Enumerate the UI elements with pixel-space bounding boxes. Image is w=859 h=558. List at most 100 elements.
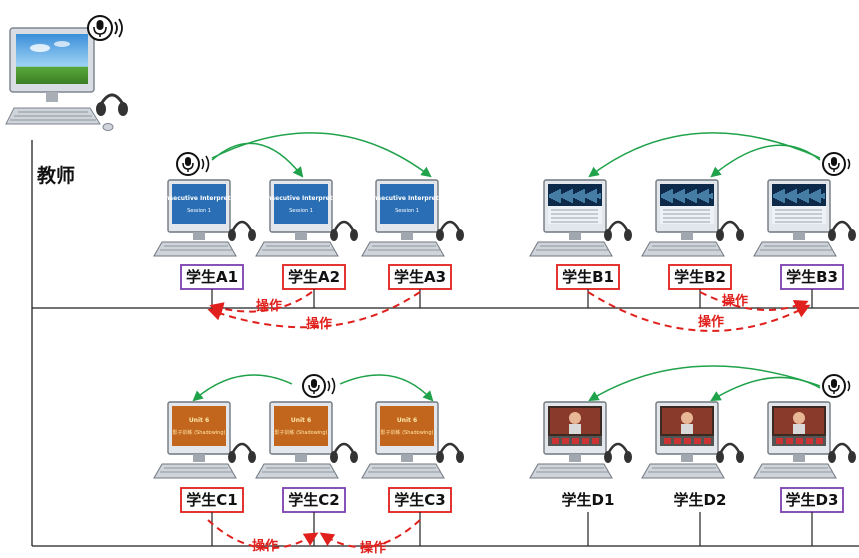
waveform [549, 189, 601, 203]
headset-icon [828, 220, 856, 241]
student-station-C1[interactable]: Unit 6 影子训练 (Shadowing) 学生C1 [153, 401, 256, 546]
student-label-box [180, 487, 244, 513]
transcript-area [772, 206, 826, 224]
network-lines [31, 140, 859, 547]
student-label: 学生B1 [562, 268, 614, 286]
headset-icon [604, 442, 632, 463]
teacher-label: 教师 [37, 164, 75, 187]
screen-subtitle: 影子训练 (Shadowing) [381, 429, 434, 436]
microphone-speaking-icon [176, 152, 210, 176]
operate-label-B2: 操作 [722, 293, 748, 309]
arrow-B3-to-B2 [710, 144, 821, 178]
student-label: 学生D2 [674, 491, 727, 509]
screen-subtitle: Session 1 [395, 208, 419, 214]
transcript-area [660, 206, 714, 224]
screen-title: Consecutive Interpreting [157, 195, 241, 202]
operate-label-A3: 操作 [306, 316, 332, 332]
student-label: 学生A2 [288, 268, 340, 286]
student-label-box [388, 264, 452, 290]
keyboard [753, 463, 837, 479]
student-station-C2[interactable]: Unit 6 影子训练 (Shadowing) 学生C2 [255, 374, 358, 546]
screen-subtitle: Session 1 [289, 208, 313, 214]
arrow-A1-to-A3 [211, 132, 432, 178]
operate-C1-to-C2 [207, 519, 319, 550]
operate-label-A2: 操作 [256, 298, 282, 314]
headset-icon [604, 220, 632, 241]
headset-icon [228, 442, 256, 463]
headset-icon [228, 220, 256, 241]
screen-title: Unit 6 [189, 417, 209, 424]
monitor-screen [380, 406, 434, 446]
arrow-D3-to-D1 [588, 365, 821, 402]
student-label-box [556, 264, 620, 290]
keyboard [641, 241, 725, 257]
monitor-screen [274, 406, 328, 446]
student-label: 学生D3 [786, 491, 839, 509]
screen-title: Unit 6 [291, 417, 311, 424]
teacher-screen [16, 34, 88, 84]
operation-labels: 操作 操作 操作 操作 操作 操作 [252, 293, 748, 556]
arrow-C2-to-C3 [339, 374, 434, 402]
transcript-area [548, 206, 602, 224]
student-station-C3[interactable]: Unit 6 影子训练 (Shadowing) 学生C3 [361, 401, 464, 546]
keyboard [153, 463, 237, 479]
headset-icon [330, 220, 358, 241]
student-station-B1[interactable]: 学生B1 [529, 179, 632, 308]
monitor-screen [172, 406, 226, 446]
student-label-box [282, 487, 346, 513]
speaking-arrows [192, 132, 821, 402]
monitor-screen [380, 184, 434, 224]
operate-A2-to-A1 [209, 291, 313, 316]
microphone-speaking-icon [87, 15, 123, 41]
keyboard [529, 241, 613, 257]
headset-icon [96, 93, 128, 116]
headset-icon [436, 220, 464, 241]
student-station-B2[interactable]: 学生B2 [641, 179, 744, 308]
headset-icon [436, 442, 464, 463]
waveform [773, 189, 825, 203]
screen-subtitle: 影子训练 (Shadowing) [173, 429, 226, 436]
keyboard [255, 463, 339, 479]
arrow-B3-to-B1 [588, 132, 821, 178]
student-label: 学生C1 [186, 491, 237, 509]
microphone-speaking-icon [822, 152, 851, 176]
headset-icon [716, 220, 744, 241]
student-station-B3[interactable]: 学生B3 [753, 152, 856, 308]
screen-title: Unit 6 [397, 417, 417, 424]
student-station-D1[interactable]: 学生D1 [529, 401, 632, 546]
operation-arrows [207, 291, 811, 550]
screen-title: Consecutive Interpreting [259, 195, 343, 202]
arrow-A1-to-A2 [211, 142, 304, 178]
operate-label-C1: 操作 [252, 538, 278, 554]
microphone-speaking-icon [302, 374, 336, 398]
screen-subtitle: 影子训练 (Shadowing) [275, 429, 328, 436]
arrow-C2-to-C1 [192, 374, 293, 402]
student-label: 学生C3 [394, 491, 445, 509]
operate-label-C3: 操作 [360, 540, 386, 556]
student-label: 学生C2 [288, 491, 339, 509]
student-label-box [780, 487, 844, 513]
keyboard [641, 463, 725, 479]
student-label: 学生A1 [186, 268, 238, 286]
student-station-D3[interactable]: 学生D3 [753, 374, 856, 546]
student-station-D2[interactable]: 学生D2 [641, 401, 744, 546]
operate-C3-to-C2 [319, 519, 421, 548]
student-label-box [180, 264, 244, 290]
microphone-speaking-icon [822, 374, 851, 398]
keyboard [361, 241, 445, 257]
monitor-screen [172, 184, 226, 224]
student-label-box [282, 264, 346, 290]
keyboard [753, 241, 837, 257]
screen-title: Consecutive Interpreting [365, 195, 449, 202]
student-label: 学生B2 [674, 268, 726, 286]
keyboard [255, 241, 339, 257]
waveform [661, 189, 713, 203]
keyboard [153, 241, 237, 257]
operate-A3-to-A1 [207, 291, 421, 329]
keyboard [529, 463, 613, 479]
